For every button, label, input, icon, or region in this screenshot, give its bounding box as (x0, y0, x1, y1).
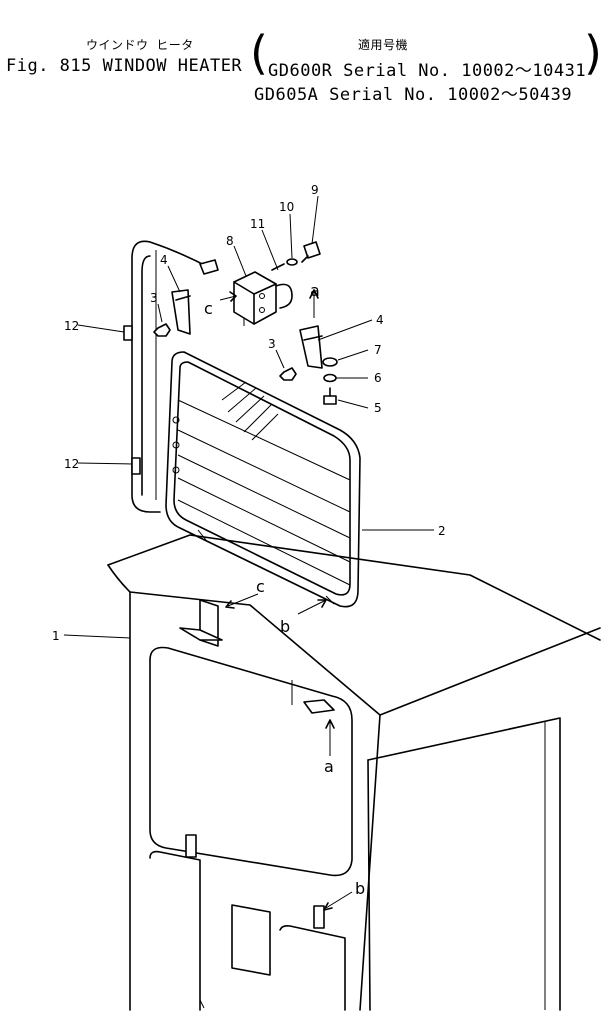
callout-12-top: 12 (64, 319, 79, 333)
screw-icon (301, 241, 321, 263)
wiring-harness (123, 240, 219, 513)
terminal-box (233, 263, 293, 326)
callout-1: 1 (52, 629, 60, 643)
serial-line-gd605a: GD605A Serial No. 10002～50439 (254, 85, 573, 105)
callout-3-right: 3 (268, 337, 276, 351)
callout-3-left: 3 (150, 291, 158, 305)
callout-4-right: 4 (376, 313, 384, 327)
callout-11: 11 (250, 217, 265, 231)
title-japanese: ウインドウ ヒータ (86, 38, 194, 52)
ref-b-cab: b (355, 879, 365, 898)
callout-12-bottom: 12 (64, 457, 79, 471)
cab-body (107, 534, 601, 1011)
callout-7: 7 (374, 343, 382, 357)
callout-2: 2 (438, 524, 446, 538)
ref-a-cab: a (324, 757, 334, 776)
lock-washer-icon (323, 373, 337, 383)
nut-right-icon (279, 367, 297, 381)
leader-lines (63, 195, 434, 911)
callout-6: 6 (374, 371, 382, 385)
callout-4-left: 4 (160, 253, 168, 267)
ref-a-top: a (310, 281, 320, 300)
screw-washer-icon (286, 258, 298, 266)
window-heater-assembly (165, 351, 361, 608)
ref-c-cab: c (256, 577, 265, 596)
open-bracket: ( (250, 26, 268, 80)
bolt-icon (323, 387, 337, 405)
applicable-serial-japanese: 適用号機 (358, 38, 409, 52)
ref-c-box: c (204, 299, 213, 318)
washer-icon (322, 357, 338, 367)
ref-b-heater: b (280, 617, 290, 636)
mounting-bracket-left (171, 289, 191, 335)
callout-5: 5 (374, 401, 382, 415)
figure-title: Fig. 815 WINDOW HEATER (6, 56, 243, 76)
serial-line-gd600r: GD600R Serial No. 10002～10431 (268, 61, 587, 81)
close-bracket: ) (584, 26, 601, 80)
callout-9: 9 (311, 183, 319, 197)
nut-left-icon (153, 323, 171, 337)
callout-8: 8 (226, 234, 234, 248)
mounting-bracket-right (299, 325, 323, 369)
callout-10: 10 (279, 200, 294, 214)
